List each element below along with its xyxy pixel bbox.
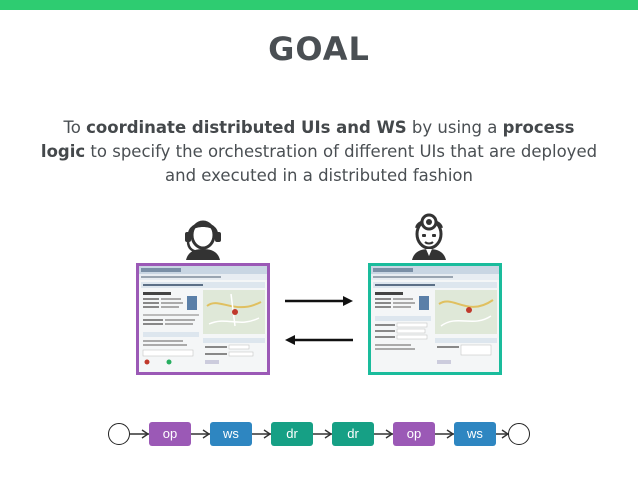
operator-headset-icon [180,210,226,260]
flow-node-ws: ws [454,422,496,446]
operator-interface-screenshot [136,263,270,375]
goal-bold-process-logic: process logic [40,118,575,161]
doctor-interface-screenshot [368,263,502,375]
top-accent-bar [0,0,638,10]
flow-node-ws: ws [210,422,252,446]
doctor-headlamp-icon [406,210,452,260]
goal-statement: To coordinate distributed UIs and WS by … [40,116,598,188]
flow-node-dr: dr [332,422,374,446]
goal-bold-coordinate: coordinate distributed UIs and WS [86,118,407,137]
arrow-left-icon [283,334,355,346]
flow-node-op: op [393,422,435,446]
flow-start-event [108,423,130,445]
flow-node-dr: dr [271,422,313,446]
flow-node-op: op [149,422,191,446]
process-flow-connectors [0,412,638,452]
flow-end-event [508,423,530,445]
goal-mid: by using a [411,118,498,137]
slide-title: GOAL [268,30,370,68]
goal-rest: to specify the orchestration of differen… [90,142,598,185]
arrow-right-icon [283,295,355,307]
goal-intro: To [63,118,81,137]
